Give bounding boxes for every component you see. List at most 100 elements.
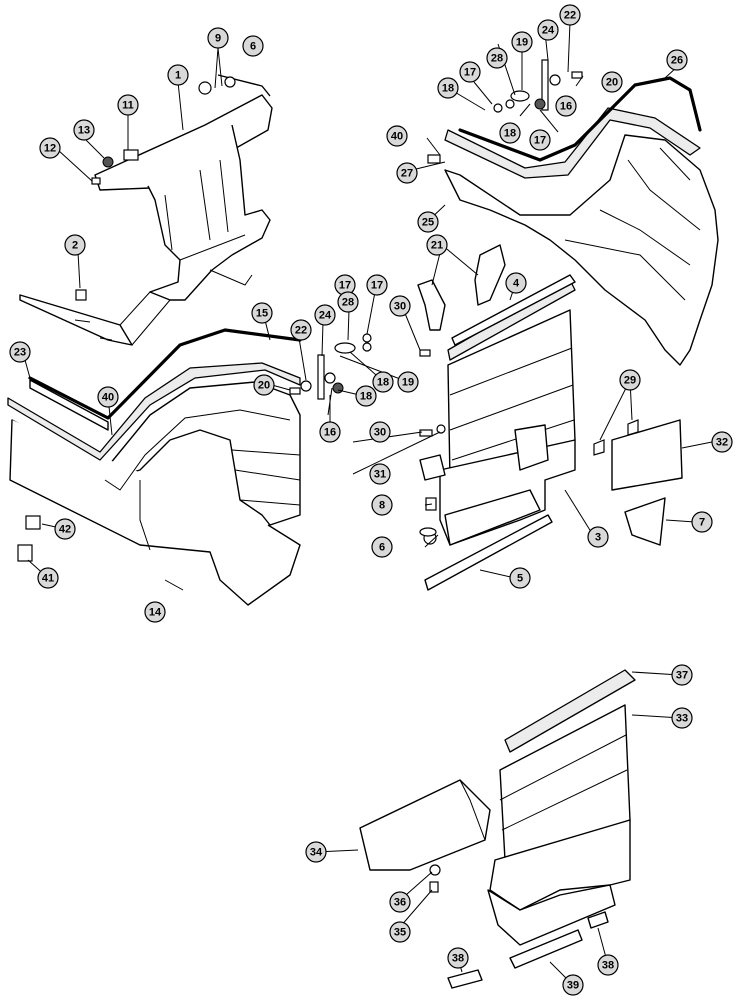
callout-circle: [396, 162, 418, 184]
callout-circle: [562, 974, 584, 996]
callout-label: 27: [401, 168, 413, 180]
callout-18: 18: [372, 371, 394, 393]
callout-label: 24: [319, 310, 332, 322]
callout-circle: [691, 511, 713, 533]
callout-label: 35: [394, 927, 406, 939]
callout-18: 18: [437, 77, 459, 99]
callout-33: 33: [671, 707, 693, 729]
callout-label: 28: [491, 53, 503, 65]
callout-13: 13: [73, 119, 95, 141]
callout-circle: [505, 272, 527, 294]
callout-label: 6: [379, 542, 385, 554]
callout-18: 18: [355, 385, 377, 407]
callout-label: 17: [371, 280, 383, 292]
callout-circle: [369, 421, 391, 443]
callout-circle: [555, 95, 577, 117]
callout-label: 25: [422, 217, 434, 229]
callout-circle: [314, 304, 336, 326]
callout-38: 38: [447, 947, 469, 969]
callout-circle: [559, 4, 581, 26]
callout-19: 19: [511, 31, 533, 53]
callout-circle: [511, 31, 533, 53]
callout-circle: [389, 921, 411, 943]
callout-circle: [242, 35, 264, 57]
callout-label: 24: [542, 25, 555, 37]
callout-circle: [587, 526, 609, 548]
callout-label: 3: [595, 532, 601, 544]
callout-17: 17: [529, 129, 551, 151]
callout-label: 22: [295, 325, 307, 337]
callout-label: 13: [78, 125, 90, 137]
callout-38: 38: [597, 954, 619, 976]
callout-40: 40: [97, 386, 119, 408]
callout-31: 31: [369, 463, 391, 485]
callout-label: 16: [560, 101, 572, 113]
callout-28: 28: [486, 47, 508, 69]
callout-41: 41: [37, 567, 59, 589]
callout-18: 18: [499, 122, 521, 144]
callout-circle: [671, 664, 693, 686]
callout-label: 39: [567, 980, 579, 992]
callout-circle: [207, 27, 229, 49]
callout-17: 17: [459, 61, 481, 83]
callout-30: 30: [389, 295, 411, 317]
callout-40: 40: [386, 125, 408, 147]
callout-circle: [529, 129, 551, 151]
left-hood-panel: [7, 328, 302, 606]
callout-label: 40: [102, 392, 114, 404]
callout-label: 30: [374, 427, 386, 439]
callout-11: 11: [117, 94, 139, 116]
callout-42: 42: [54, 518, 76, 540]
callout-label: 26: [671, 55, 683, 67]
callout-label: 38: [452, 953, 464, 965]
callout-36: 36: [389, 891, 411, 913]
callout-19: 19: [397, 371, 419, 393]
callout-3: 3: [587, 526, 609, 548]
callout-circle: [371, 536, 393, 558]
callout-circle: [251, 302, 273, 324]
callout-circle: [117, 94, 139, 116]
callout-27: 27: [396, 162, 418, 184]
callout-label: 1: [175, 70, 181, 82]
callout-39: 39: [562, 974, 584, 996]
callout-circle: [386, 125, 408, 147]
callout-circle: [619, 369, 641, 391]
callout-label: 2: [72, 240, 78, 252]
callout-circle: [437, 77, 459, 99]
callout-30: 30: [369, 421, 391, 443]
callout-17: 17: [334, 274, 356, 296]
side-brackets: [417, 244, 683, 546]
callout-16: 16: [555, 95, 577, 117]
callout-label: 22: [564, 10, 576, 22]
callout-16: 16: [319, 421, 341, 443]
callout-4: 4: [505, 272, 527, 294]
callout-label: 19: [402, 377, 414, 389]
callout-label: 8: [379, 500, 385, 512]
callout-17: 17: [366, 274, 388, 296]
callout-9: 9: [207, 27, 229, 49]
callout-label: 40: [391, 131, 403, 143]
grille-strip-lower: [424, 514, 553, 591]
callout-circle: [666, 49, 688, 71]
callout-circle: [54, 518, 76, 540]
callout-label: 6: [250, 41, 256, 53]
callout-label: 16: [324, 427, 336, 439]
callout-label: 23: [14, 347, 26, 359]
callout-label: 7: [699, 517, 705, 529]
callout-6: 6: [242, 35, 264, 57]
callout-label: 37: [676, 670, 688, 682]
callout-20: 20: [253, 374, 275, 396]
callout-label: 5: [517, 573, 523, 585]
callout-label: 18: [504, 128, 516, 140]
callout-label: 17: [339, 280, 351, 292]
callout-label: 28: [342, 297, 354, 309]
callout-22: 22: [290, 319, 312, 341]
callout-label: 18: [377, 377, 389, 389]
callout-circle: [711, 431, 733, 453]
callout-34: 34: [305, 841, 327, 863]
callout-label: 12: [44, 143, 56, 155]
callout-circle: [337, 291, 359, 313]
callout-15: 15: [251, 302, 273, 324]
callout-circle: [671, 707, 693, 729]
